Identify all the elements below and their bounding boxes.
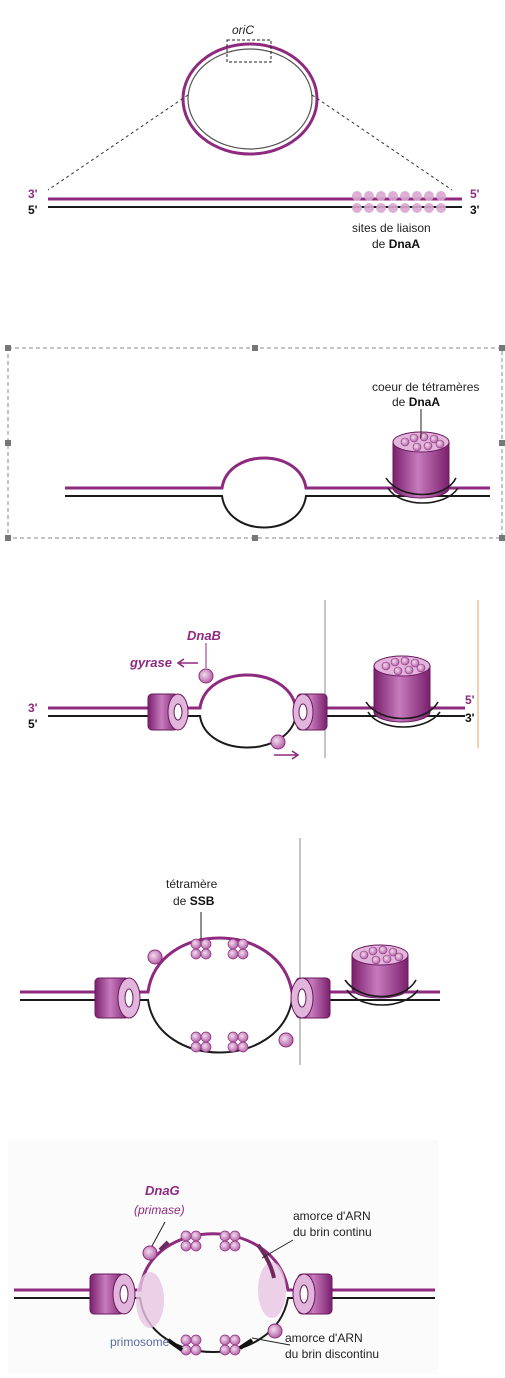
core-label-line1: coeur de tétramères xyxy=(372,380,479,394)
ssb-tetramers xyxy=(180,1230,241,1356)
rna-primers xyxy=(158,1240,276,1352)
ssb-label-line2: de SSB xyxy=(173,894,215,908)
end-label-right-bottom: 3' xyxy=(465,711,475,725)
dnaa-core-tetramers xyxy=(365,655,441,728)
panel-3-helicase: DnaB gyrase 3' 5' 5' 3' xyxy=(28,600,479,760)
panel-5-primase: DnaG (primase) amorce d'ARN du brin cont… xyxy=(8,1140,438,1374)
amorce-top-pointer xyxy=(261,1239,294,1259)
end-label-right-top: 5' xyxy=(470,187,480,201)
primosome-halo xyxy=(136,1262,286,1328)
dnab-label: DnaB xyxy=(187,628,221,643)
sites-label-line2: de DnaA xyxy=(372,237,420,251)
panel-5-background xyxy=(8,1140,438,1374)
amorce-top-line2: du brin continu xyxy=(293,1225,372,1239)
zoom-lines xyxy=(47,94,453,191)
circular-chromosome xyxy=(181,42,319,156)
dna-with-bubble xyxy=(20,936,440,1054)
arrow-right xyxy=(274,750,300,760)
gyrase-ring-left xyxy=(89,1273,136,1315)
linear-dna xyxy=(48,197,462,208)
oric-box xyxy=(226,39,272,63)
dnab-helicase xyxy=(147,949,294,1048)
sites-label-line1: sites de liaison xyxy=(352,221,431,235)
end-label-left-bottom: 5' xyxy=(28,717,38,731)
primosome-label: primosome xyxy=(110,1335,170,1349)
amorce-bottom-line1: amorce d'ARN xyxy=(285,1331,363,1345)
amorce-bottom-pointer xyxy=(251,1337,291,1346)
dnaa-core-tetramers xyxy=(344,944,419,1006)
gyrase-ring-right xyxy=(290,977,331,1019)
panel-1-oric: oriC 3' 5' 5' 3' sites de liaison de Dna… xyxy=(28,23,480,251)
amorce-bottom-line2: du brin discontinu xyxy=(285,1347,379,1361)
arrow-left xyxy=(176,658,198,668)
gyrase-ring-right xyxy=(292,1273,333,1315)
ssb-tetramers xyxy=(190,938,249,1053)
gyrase-ring-right xyxy=(292,693,328,731)
end-label-left-top: 3' xyxy=(28,701,38,715)
gyrase-ring-left xyxy=(147,693,189,731)
oric-label: oriC xyxy=(232,23,254,37)
panel-4-ssb: tétramère de SSB xyxy=(20,838,440,1065)
dnab-helicase xyxy=(142,1245,283,1339)
core-label-line2: de DnaA xyxy=(392,395,440,409)
dnab-helicase xyxy=(198,668,286,750)
end-label-left-bottom: 5' xyxy=(28,203,38,217)
dna-with-bubble xyxy=(48,673,465,749)
selection-frame xyxy=(5,345,505,541)
dnaa-binding-sites xyxy=(352,191,446,213)
ssb-label-line1: tétramère xyxy=(166,877,218,891)
panel-2-opening: coeur de tétramères de DnaA xyxy=(5,345,505,541)
end-label-right-top: 5' xyxy=(465,693,475,707)
primase-label: (primase) xyxy=(134,1203,185,1217)
gyrase-ring-left xyxy=(94,977,141,1019)
end-label-right-bottom: 3' xyxy=(470,203,480,217)
dna-with-bubble xyxy=(65,456,490,529)
end-label-left-top: 3' xyxy=(28,187,38,201)
gyrase-label: gyrase xyxy=(129,655,172,670)
dnaa-core-tetramers xyxy=(385,431,459,504)
dnag-label: DnaG xyxy=(145,1183,180,1198)
dnag-pointer xyxy=(151,1221,166,1247)
amorce-top-line1: amorce d'ARN xyxy=(293,1209,371,1223)
